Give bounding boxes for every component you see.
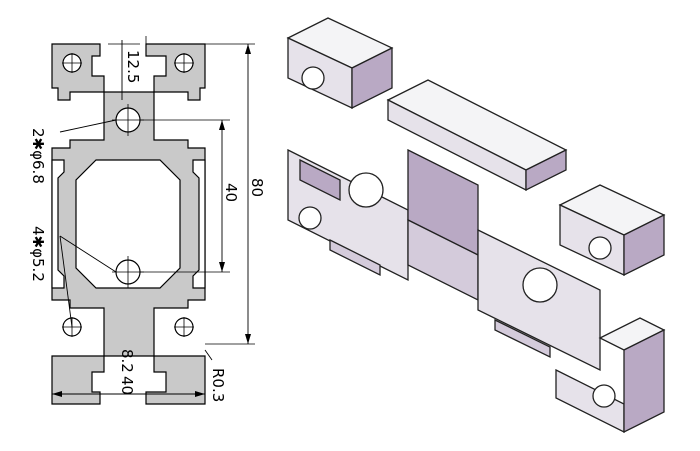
- dim-hole-large: 2✱φ6.8: [29, 128, 47, 184]
- center-cavity: [75, 159, 181, 289]
- dim-slot-offset: 12.5: [124, 50, 142, 83]
- dim-width: 40: [118, 376, 136, 395]
- dim-height-inner: 40: [222, 183, 240, 202]
- profile-cross-section: [51, 43, 206, 405]
- dim-height-total: 80: [248, 178, 266, 197]
- right-slot: [192, 159, 206, 289]
- dim-hole-small: 4✱φ5.2: [29, 226, 47, 282]
- left-slot: [51, 159, 65, 289]
- dimension-annotations: [51, 36, 255, 402]
- dim-slot-width: 8.2: [118, 349, 136, 373]
- isometric-view: [286, 17, 666, 434]
- dim-radius: R0.3: [209, 368, 227, 402]
